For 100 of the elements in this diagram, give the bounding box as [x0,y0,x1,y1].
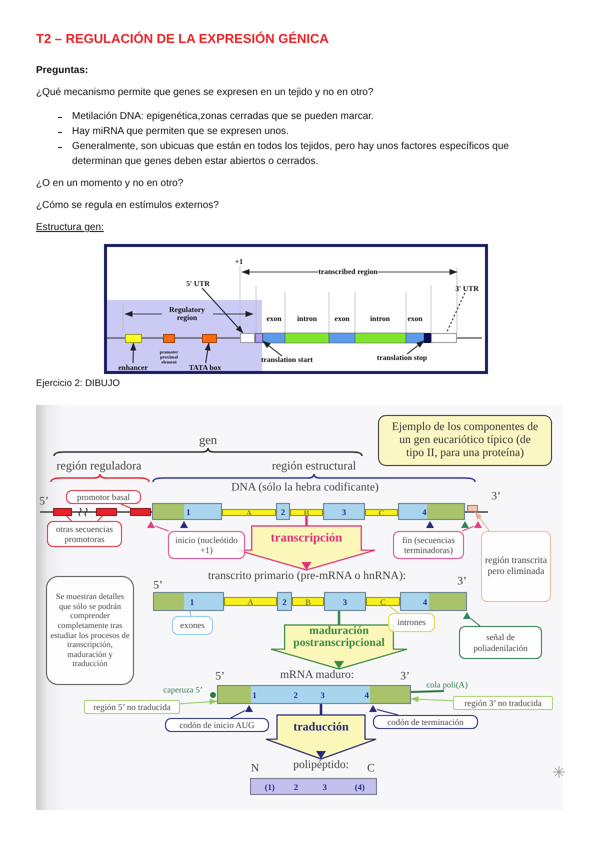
end-label: 5’ [39,496,49,508]
leader-line [406,340,424,354]
leader-line [190,610,192,616]
leader-line [410,696,454,702]
part-label: caperuza 5’ [163,685,203,695]
leader-line [130,342,136,364]
promoter-box [130,508,151,516]
list-item: Generalmente, son ubicuas que están en todos los tejidos, pero hay unos factores específicos que determinan que genes deben estar abiertos o cerrados. [72,140,510,168]
segment-label: 1 [252,690,257,699]
promoter-box [96,508,117,516]
segment-label: B [304,508,310,517]
region-label: región reguladora [56,459,142,473]
callout-bubble: promotor basal [66,490,141,504]
segment-label: 3 [322,782,327,791]
removed-segment [467,505,478,512]
promoter-box [53,508,72,516]
part-label: cola poli(A) [426,680,468,690]
callout-bubble: inicio (nucleótido +1) [168,531,245,559]
mrna-bar [217,685,411,704]
triangle-marker [474,521,482,528]
edge-label: traducción [292,720,350,734]
triangle-marker [369,705,377,712]
callout-bubble: intrones [388,613,435,632]
question-text: ¿Qué mecanismo permite que genes se expresen en un tejido y no en otro? [36,86,374,100]
callout-bubble: señal de poliadenilación [459,626,542,659]
element-box [163,334,175,343]
end-label: 5’ [153,580,163,592]
intron-segment [290,509,323,516]
exon-segment [276,503,290,520]
end-label: 5’ [215,670,225,684]
intron-segment [224,597,277,606]
callout-bubble: región 5’ no traducida [84,700,180,714]
question-text: ¿O en un momento y no en otro? [36,177,184,191]
triangle-marker [426,521,434,528]
segment-label: (1) [264,782,275,791]
segment-label: 4 [422,507,426,516]
callout-bubble: codón de terminación [373,715,478,730]
segment-label: B [305,597,311,606]
exon-segment [324,592,366,611]
exon-segment [400,592,467,611]
exon-segment [323,503,365,520]
leader-line [202,288,244,334]
intron-segment [365,509,398,516]
segment-label: 4 [422,597,428,606]
strand-label: DNA (sólo la hebra codificante) [231,482,379,494]
callout-bubble: fin (secuencias terminadoras) [393,531,464,559]
stop-segment [424,333,431,343]
start-segment [255,333,263,343]
exon-segment [152,503,222,520]
utr-segment [240,333,255,343]
leader-line [180,698,218,705]
leader-line [474,512,490,532]
element-box [202,334,217,343]
segment-label: 3 [320,690,325,699]
leader-line [230,710,246,718]
segment-label: 1 [190,597,194,606]
triangle-marker [180,521,188,528]
segment-label: 3 [342,507,346,516]
enhancer-box [125,334,142,343]
intron-segment [366,597,400,606]
polypeptide-bar [250,778,377,795]
callout-bubble: región transcrita pero eliminada [481,531,551,602]
segment-label: 3 [342,597,348,606]
leader-line [262,340,282,356]
exon-segment [398,503,465,520]
utr-segment [431,333,457,343]
triangle-marker [463,612,471,619]
callout-bubble: otras secuencias promotoras [47,521,122,547]
end-label: 3’ [491,490,501,504]
segment-label: C [380,597,386,606]
title-box: Ejemplo de los componentes de un gen eucariótico típico (de tipo II, para una proteína) [378,415,552,466]
end-label: C [367,762,375,776]
triangle-marker [147,521,155,528]
leader-line [446,292,466,334]
section-heading: Estructura gen: [36,221,104,235]
segment-label: C [378,508,385,517]
segment-label: 2 [294,782,298,791]
edge-label: maduración postranscripcional [292,625,386,650]
callout-bubble: exones [172,616,213,635]
leader-line [66,516,72,522]
segment-label: 2 [294,690,298,699]
segment-label: 1 [186,507,190,516]
segment-label: (4) [354,782,365,791]
segment-label: 4 [364,690,369,699]
list-item: Hay miRNA que permiten que se expresen unos. [72,125,289,139]
segment-label: 2 [280,507,286,516]
page-title: T2 – REGULACIÓN DE LA EXPRESIÓN GÉNICA [36,31,329,46]
strand-label: transcrito primario (pre-mRNA o hnRNA): [200,570,414,584]
leader-line [376,709,399,716]
leader-line [97,516,103,522]
leader-line [388,606,400,614]
segment-label: A [246,508,252,517]
intron-segment [222,509,276,516]
callout-bubble: codón de inicio AUG [165,718,269,732]
end-label: N [250,762,260,776]
segment-label: A [247,597,254,606]
section-heading: Preguntas: [36,64,88,78]
leader-line [120,504,132,508]
end-label: 3’ [400,670,410,684]
intron-segment [292,597,324,606]
